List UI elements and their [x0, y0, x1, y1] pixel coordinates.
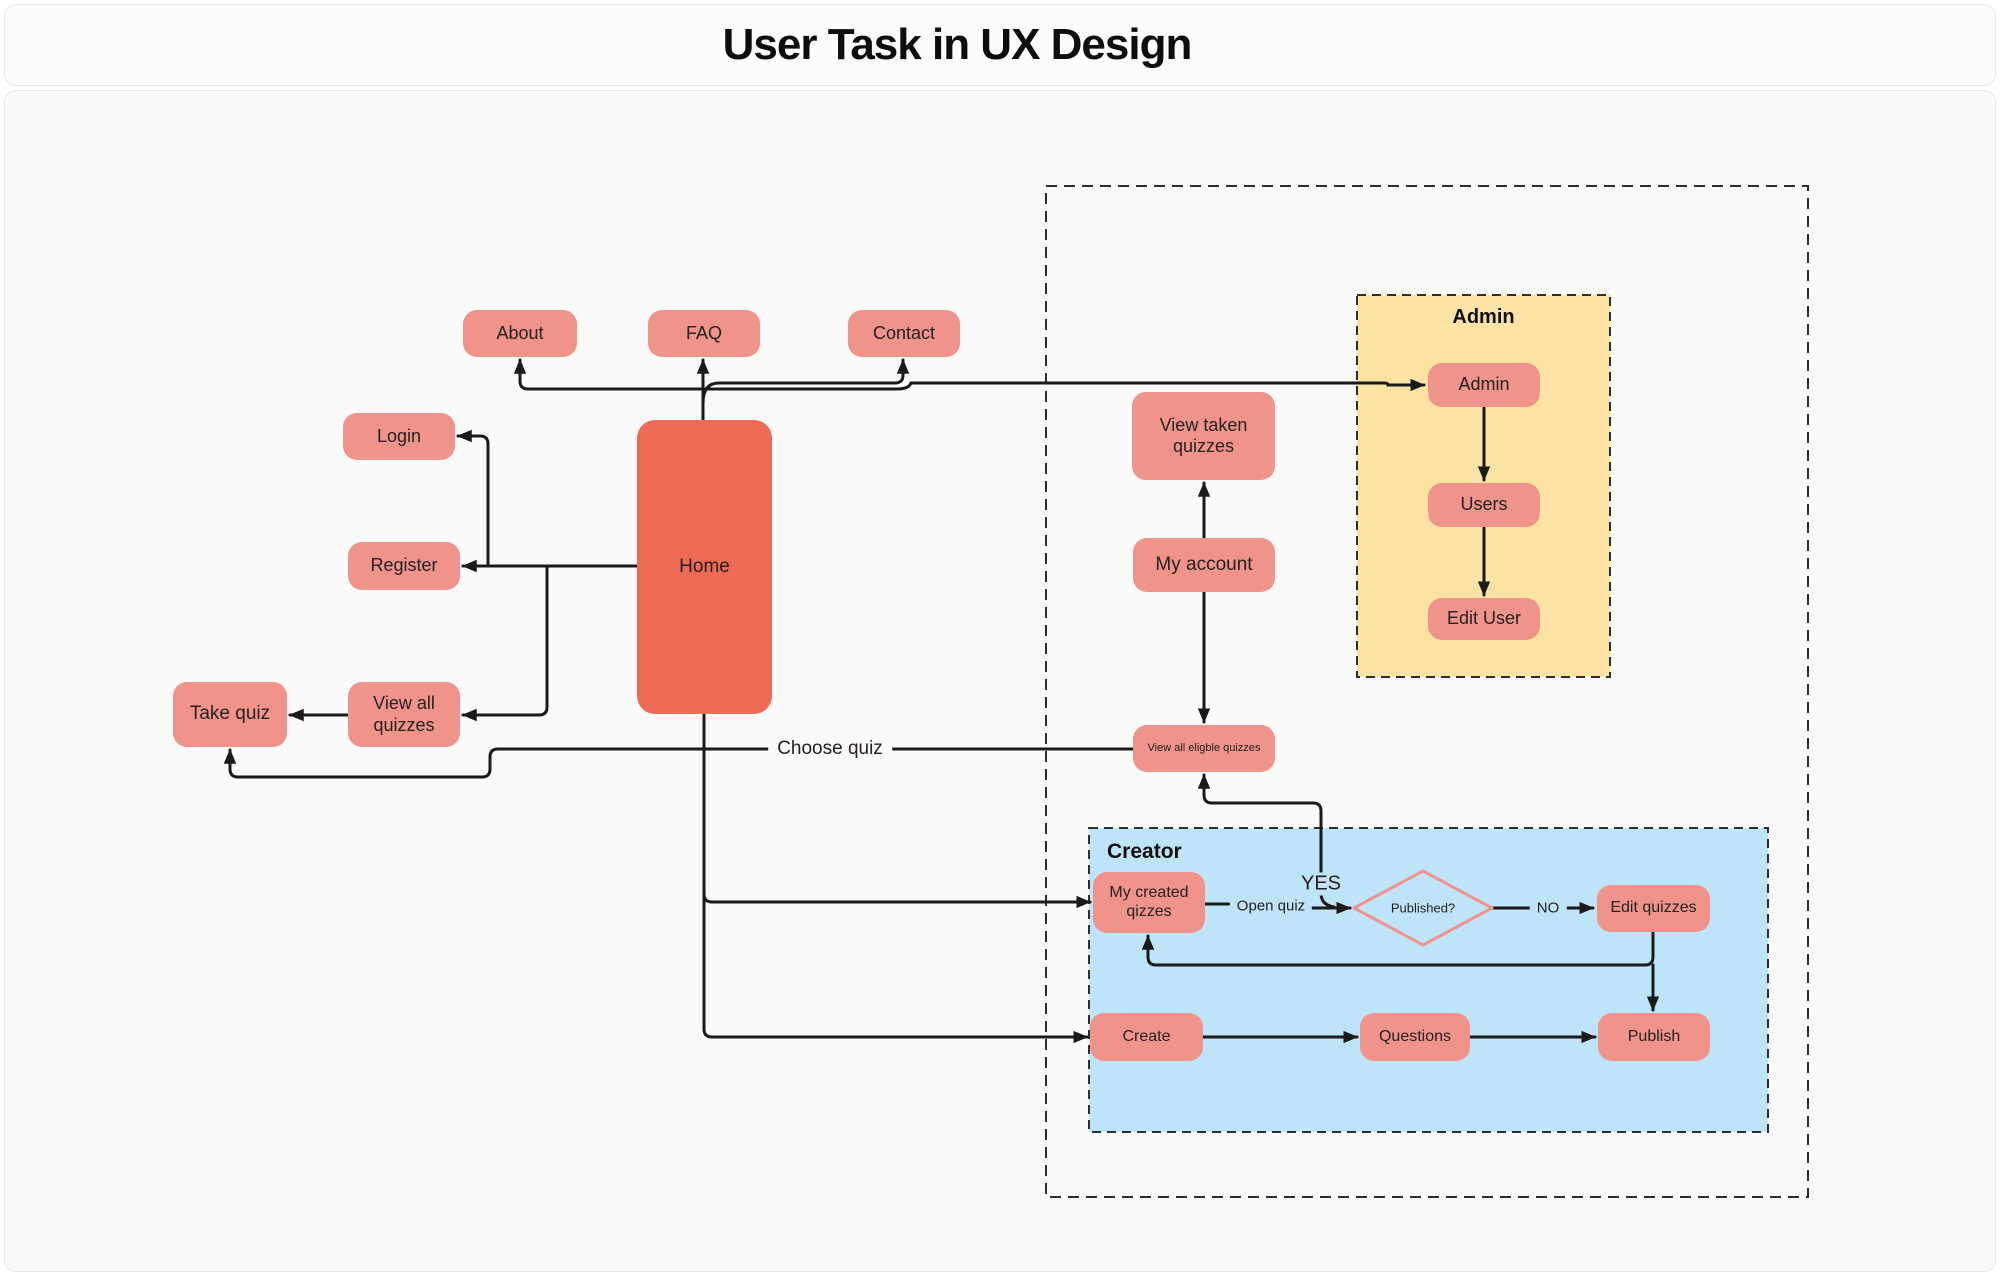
edge-branch-login — [456, 429, 490, 568]
edge-yes-view-eligble — [1197, 773, 1323, 897]
creator-panel-label: Creator — [1107, 840, 1182, 863]
node-edit-quizzes[interactable]: Edit quizzes — [1597, 885, 1710, 932]
edge-label-yes[interactable]: YES — [1293, 872, 1349, 896]
admin-panel-label: Admin — [1452, 306, 1515, 328]
published-decision-diamond[interactable] — [1352, 869, 1494, 947]
published-decision-label: Published? — [1390, 900, 1456, 916]
edge-branch-view-all-quizzes — [461, 564, 549, 722]
node-faq[interactable]: FAQ — [648, 310, 760, 357]
edge-label-open-quiz[interactable]: Open quiz — [1229, 897, 1313, 915]
node-login[interactable]: Login — [343, 413, 455, 460]
edge-home-create — [702, 712, 1089, 1044]
edge-label-no[interactable]: NO — [1529, 899, 1567, 917]
node-view-all-eligble-quizzes[interactable]: View all eligble quizzes — [1133, 725, 1275, 772]
node-view-taken-quizzes[interactable]: View taken quizzes — [1132, 392, 1275, 480]
edge-home-contact — [701, 358, 910, 405]
node-contact[interactable]: Contact — [848, 310, 960, 357]
node-questions[interactable]: Questions — [1360, 1013, 1470, 1061]
edge-home-my-created — [702, 892, 1092, 909]
node-register[interactable]: Register — [348, 542, 460, 590]
node-home[interactable]: Home — [637, 420, 772, 714]
node-edit-user[interactable]: Edit User — [1428, 598, 1540, 640]
edge-choose-quiz — [223, 747, 1135, 779]
edge-home-admin — [701, 378, 1426, 392]
edge-edit-quizzes-return — [1141, 930, 1655, 967]
node-publish[interactable]: Publish — [1598, 1013, 1710, 1061]
node-view-all-quizzes[interactable]: View all quizzes — [348, 682, 460, 747]
title-bar: User Task in UX Design — [4, 4, 1996, 86]
edge-home-about — [513, 358, 705, 391]
node-about[interactable]: About — [463, 310, 577, 357]
edge-label-choose-quiz[interactable]: Choose quiz — [768, 738, 892, 760]
node-create[interactable]: Create — [1090, 1013, 1203, 1061]
node-take-quiz[interactable]: Take quiz — [173, 682, 287, 747]
node-my-account[interactable]: My account — [1133, 538, 1275, 592]
node-my-created-qizzes[interactable]: My created qizzes — [1093, 872, 1205, 933]
page-title: User Task in UX Design — [722, 20, 1193, 69]
node-users[interactable]: Users — [1428, 483, 1540, 527]
node-admin[interactable]: Admin — [1428, 363, 1540, 407]
outer-dashed-container[interactable] — [1045, 185, 1809, 1198]
